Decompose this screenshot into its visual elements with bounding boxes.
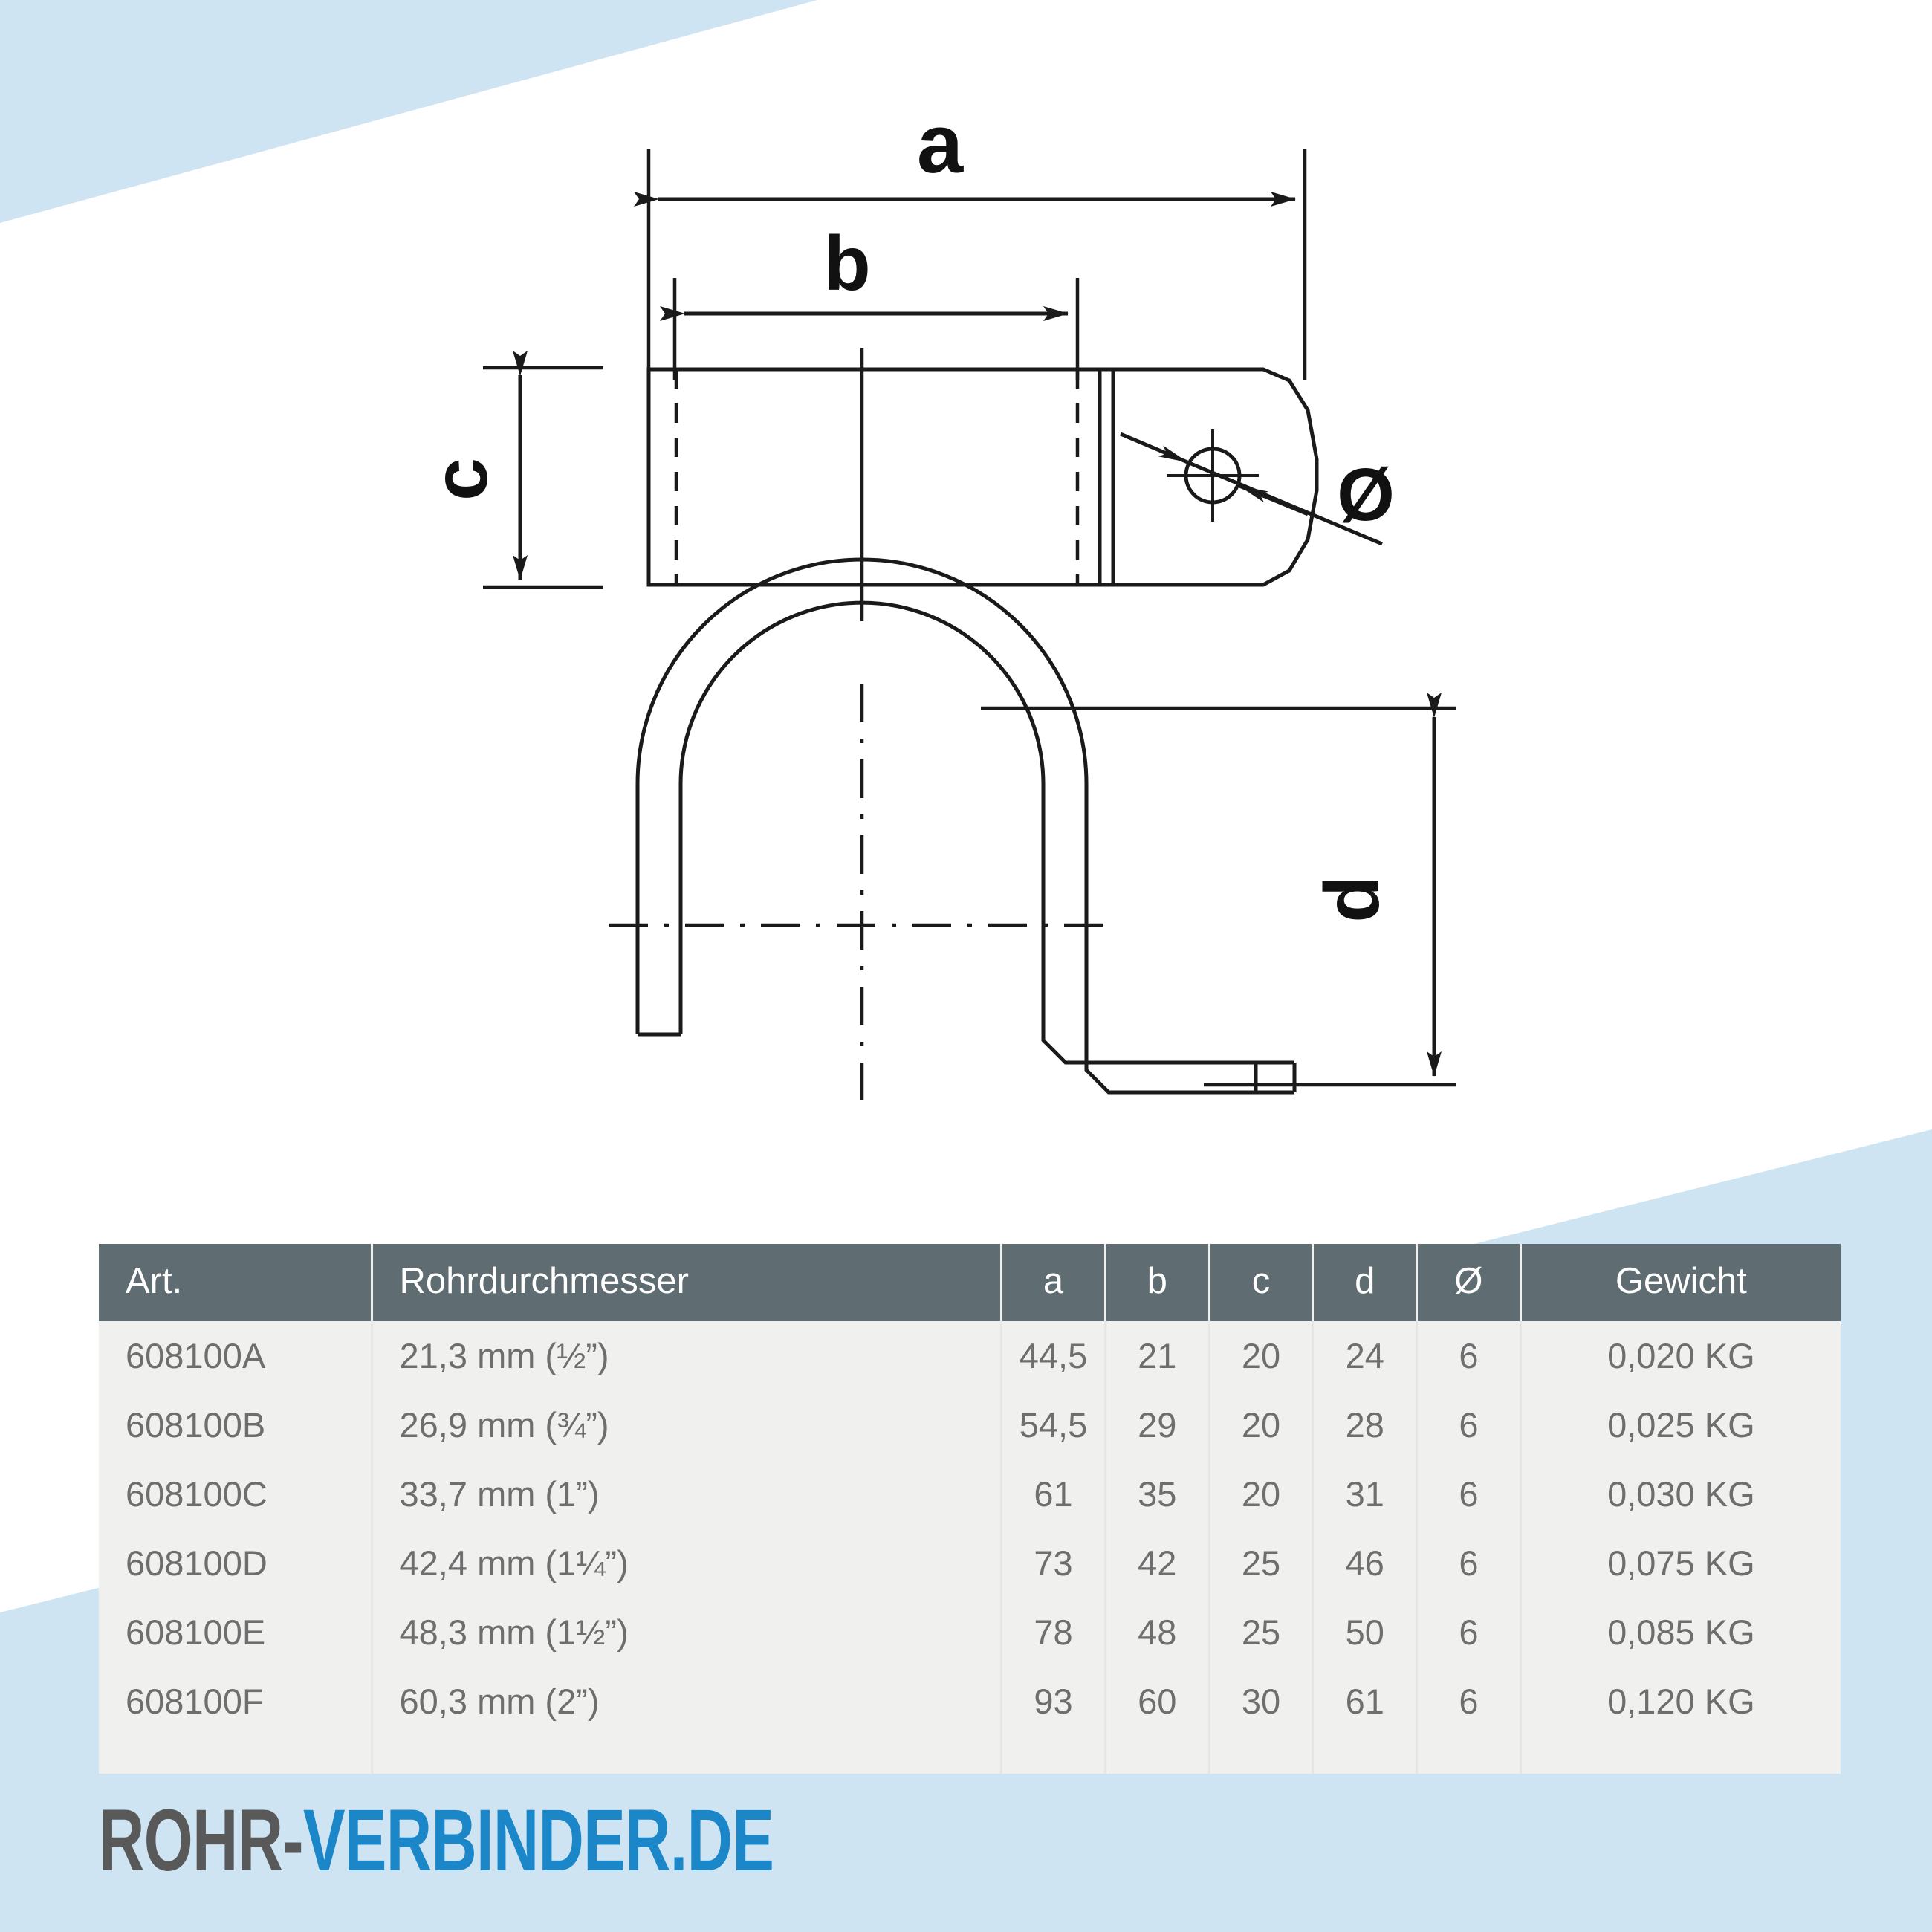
column-header-b: b [1105,1244,1210,1321]
cell-c: 20 [1209,1459,1315,1529]
cell-hole: 6 [1416,1598,1522,1667]
cell-c: 30 [1209,1667,1315,1774]
cell-hole: 6 [1416,1459,1522,1529]
cell-weight: 0,030 KG [1520,1459,1841,1529]
cell-b: 21 [1105,1321,1210,1390]
cell-c: 20 [1209,1321,1315,1390]
cell-weight: 0,120 KG [1520,1667,1841,1774]
column-header-a: a [1001,1244,1106,1321]
column-header-weight: Gewicht [1520,1244,1841,1321]
table-header-row: Art. Rohrdurchmesser a b c d Ø Gewicht [99,1244,1841,1321]
cell-d: 50 [1312,1598,1419,1667]
cell-b: 29 [1105,1390,1210,1459]
cell-a: 54,5 [1001,1390,1106,1459]
sideview-inner-contour [678,600,1294,1065]
cell-b: 48 [1105,1598,1210,1667]
cell-d: 46 [1312,1529,1419,1598]
cell-art: 608100C [99,1459,373,1529]
cell-art: 608100F [99,1667,373,1774]
cell-diameter: 21,3 mm (½”) [372,1321,1003,1390]
dim-leader-diameter-in [1120,432,1188,464]
column-header-art: Art. [99,1244,373,1321]
cell-weight: 0,075 KG [1520,1529,1841,1598]
cell-hole: 6 [1416,1321,1522,1390]
dimension-label-d: d [1309,875,1395,923]
cell-weight: 0,025 KG [1520,1390,1841,1459]
column-header-diameter: Rohrdurchmesser [372,1244,1003,1321]
cell-d: 28 [1312,1390,1419,1459]
sideview-outer-contour [635,557,1294,1095]
brand-logo[interactable]: ROHR-VERBINDER.DE [99,1797,774,1884]
dimension-label-a: a [917,97,964,190]
cell-art: 608100D [99,1529,373,1598]
logo-text-dark: ROHR- [99,1792,304,1890]
cell-art: 608100B [99,1390,373,1459]
specification-table: Art. Rohrdurchmesser a b c d Ø Gewicht 6… [99,1244,1841,1774]
cell-diameter: 26,9 mm (¾”) [372,1390,1003,1459]
cell-art: 608100E [99,1598,373,1667]
cell-b: 42 [1105,1529,1210,1598]
cell-c: 25 [1209,1598,1315,1667]
cell-weight: 0,020 KG [1520,1321,1841,1390]
cell-diameter: 33,7 mm (1”) [372,1459,1003,1529]
cell-c: 20 [1209,1390,1315,1459]
cell-hole: 6 [1416,1529,1522,1598]
cell-a: 93 [1001,1667,1106,1774]
cell-a: 73 [1001,1529,1106,1598]
dimension-label-c: c [418,458,504,501]
cell-c: 25 [1209,1529,1315,1598]
cell-a: 78 [1001,1598,1106,1667]
dimension-label-b: b [823,221,871,307]
cell-diameter: 48,3 mm (1½”) [372,1598,1003,1667]
cell-d: 31 [1312,1459,1419,1529]
cell-b: 60 [1105,1667,1210,1774]
column-header-d: d [1312,1244,1419,1321]
cell-weight: 0,085 KG [1520,1598,1841,1667]
dim-leader-diameter-tail [1187,460,1383,546]
cell-diameter: 60,3 mm (2”) [372,1667,1003,1774]
cell-a: 61 [1001,1459,1106,1529]
cell-d: 24 [1312,1321,1419,1390]
topview-outline [646,367,1319,587]
cell-diameter: 42,4 mm (1¼”) [372,1529,1003,1598]
cell-hole: 6 [1416,1390,1522,1459]
column-header-hole: Ø [1416,1244,1522,1321]
technical-drawing: a b c d Ø [418,97,1456,1100]
cell-art: 608100A [99,1321,373,1390]
cell-d: 61 [1312,1667,1419,1774]
dimension-label-diameter: Ø [1337,453,1395,537]
logo-text-blue: VERBINDER.DE [302,1792,774,1890]
cell-b: 35 [1105,1459,1210,1529]
column-header-c: c [1209,1244,1315,1321]
cell-a: 44,5 [1001,1321,1106,1390]
cell-hole: 6 [1416,1667,1522,1774]
